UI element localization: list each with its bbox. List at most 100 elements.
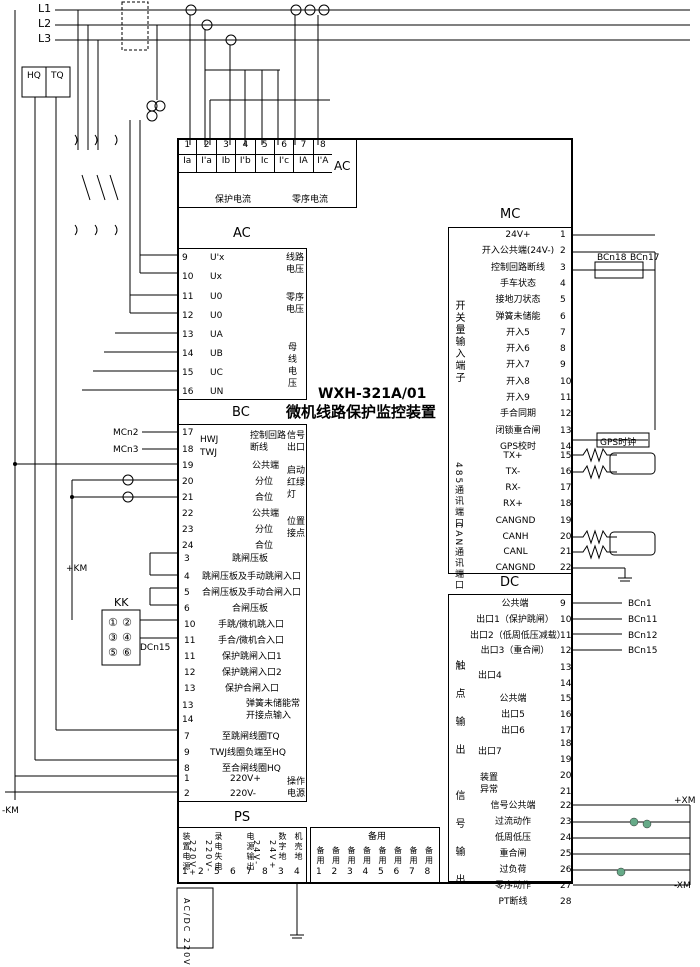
- ac-top-num-6: 6: [275, 139, 295, 154]
- spare-block: [310, 827, 440, 884]
- dc-row-target: BCn1: [628, 599, 652, 609]
- protection-current-label: 保护电流: [215, 195, 252, 205]
- ac-top-name-4: I'b: [236, 155, 256, 172]
- ac-label: AC: [233, 226, 251, 241]
- dc-num-21: 21: [560, 787, 572, 797]
- bc-row-9: TWJ线圈负端至HQ: [210, 748, 286, 758]
- dc-row2-name: 出口5: [501, 709, 525, 720]
- ac-top-name-2: I'a: [197, 155, 217, 172]
- spare-col-num: 3: [347, 867, 353, 877]
- mc-485-num: 15: [560, 451, 572, 461]
- bc-num-19: 19: [182, 461, 194, 471]
- ac-top-name-5: Ic: [256, 155, 275, 172]
- bc-row-13: 保护合闸入口: [225, 684, 280, 694]
- spare-col-name: 备用: [409, 846, 418, 866]
- bc-close-2: 合位: [255, 541, 274, 551]
- bc-row-10: 手跳/微机跳入口: [218, 620, 285, 630]
- ac-top-num-7: 7: [294, 139, 314, 154]
- ac-num-10: 10: [182, 272, 194, 282]
- bc-row-num-8: 8: [184, 764, 190, 774]
- spare-col-num: 6: [393, 867, 400, 877]
- op-power-label: 操作电源: [287, 777, 306, 799]
- mc-can-num: 21: [560, 547, 572, 557]
- bc-num-18: 18: [182, 445, 194, 455]
- bc-num-17: 17: [182, 428, 194, 438]
- mc-row-name: 开入9: [506, 393, 530, 403]
- acdc-label: AC/DC 220V: [182, 898, 191, 967]
- bc-row-3: 跳闸压板: [232, 554, 269, 564]
- ac-voltage-block: [177, 248, 307, 400]
- kk-btn-3[interactable]: ③: [108, 631, 118, 644]
- bc-num-13b: 13: [182, 701, 194, 711]
- bc-row-num-9: 9: [184, 748, 190, 758]
- mcn3-label: MCn3: [113, 445, 139, 455]
- device-alarm-label: 装置异常: [480, 773, 499, 795]
- bc-row-8: 至合闸线圈HQ: [222, 764, 281, 774]
- bc-common-2: 公共端: [252, 509, 280, 519]
- ac-top-num-5: 5: [256, 139, 275, 154]
- ps-col-num: 4: [294, 867, 300, 877]
- zero-seq-current-label: 零序电流: [292, 195, 329, 205]
- ac-top-name-1: Ia: [178, 155, 198, 172]
- mc-can-num: 20: [560, 531, 572, 542]
- bc-row-11b: 保护跳闸入口1: [222, 652, 282, 662]
- mc-row-name: 开入6: [506, 344, 530, 355]
- mc-485-name: RX+: [503, 499, 523, 509]
- ac-top-name-8: I'A: [317, 156, 329, 166]
- ps-col-num: 8: [262, 867, 268, 877]
- dc-row-name: 出口3（重合闸）: [480, 646, 550, 657]
- mc-485-name: TX+: [503, 451, 523, 461]
- ps-block: [177, 827, 307, 884]
- kk-btn-2[interactable]: ②: [122, 616, 132, 629]
- dc-num-14: 14: [560, 679, 572, 689]
- mc-row-num: 8: [560, 344, 566, 355]
- dc-row2-num: 15: [560, 694, 572, 704]
- km-minus-label: -KM: [2, 806, 19, 816]
- dc-row-name: 出口2（低周低压减载）: [470, 630, 566, 641]
- xm-minus-label: -XM: [674, 881, 691, 891]
- spring-contact-label: 弹簧未储能常开接点输入: [246, 699, 301, 721]
- kk-btn-4[interactable]: ④: [122, 631, 132, 644]
- bc-row-num-11a: 11: [184, 636, 196, 646]
- mc-row-num: 7: [560, 327, 566, 338]
- bc-row-4: 跳闸压板及手动跳闸入口: [202, 572, 302, 582]
- mc-label: MC: [500, 207, 521, 222]
- ac-top-label: AC: [334, 159, 351, 173]
- ps-col-num: 1: [182, 867, 188, 877]
- device-model: WXH-321A/01: [318, 386, 427, 402]
- mc-row-name: 手车状态: [499, 278, 536, 289]
- dc-row3-name: PT断线: [498, 897, 528, 907]
- bc-row-num-4: 4: [184, 572, 190, 582]
- ac-top-name-7: IA: [294, 155, 314, 172]
- dc-num-13: 13: [560, 663, 572, 673]
- mc-row-name: 控制回路断线: [490, 262, 545, 273]
- kk-btn-5[interactable]: ⑤: [108, 646, 118, 659]
- mc-can-num: 19: [560, 516, 572, 526]
- kk-btn-6[interactable]: ⑥: [122, 646, 132, 659]
- dc-row3-name: 过负荷: [499, 865, 527, 875]
- dc-row2-num: 17: [560, 725, 572, 736]
- bcn17-label: BCn17: [630, 253, 660, 263]
- mc-485-name: TX-: [505, 467, 521, 477]
- ac-name-12: U0: [210, 311, 223, 321]
- mc-row-num: 14: [560, 441, 572, 452]
- bc-open-2: 分位: [255, 525, 274, 535]
- spare-col-num: 7: [409, 867, 415, 877]
- mc-can-name: CANL: [503, 547, 528, 557]
- device-name: 微机线路保护监控装置: [286, 403, 437, 421]
- ac-num-14: 14: [182, 349, 194, 359]
- mc-485-num: 17: [560, 483, 572, 493]
- ps-col-head: 电源输出: [246, 832, 255, 872]
- bc-num-p2: 2: [184, 789, 190, 799]
- mc-row-num: 2: [560, 246, 566, 257]
- bc-row-5: 合闸压板及手动合闸入口: [202, 588, 302, 598]
- dc-row3-name: 零序动作: [494, 881, 531, 891]
- ac-num-13: 13: [182, 330, 194, 340]
- kk-btn-1[interactable]: ①: [108, 616, 118, 629]
- bc-block: [177, 424, 307, 802]
- spare-col-name: 备用: [424, 846, 434, 866]
- mc-row-name: 开入5: [506, 327, 530, 338]
- bc-row-7: 至跳闸线圈TQ: [222, 732, 280, 742]
- mc-row-name: 开入7: [506, 360, 530, 371]
